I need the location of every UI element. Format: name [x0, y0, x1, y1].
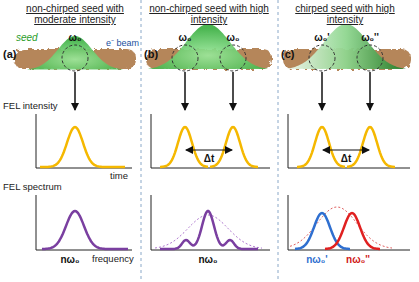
slice-circle	[309, 45, 335, 71]
spectrum-curve	[42, 211, 128, 249]
plot-axes	[36, 114, 132, 168]
panel-letter: (a)	[3, 48, 16, 60]
harmonic-label: nω₀	[60, 254, 79, 266]
frequency-label: ω₀''	[361, 32, 379, 44]
plot-axes	[151, 114, 270, 168]
panel-heading: non-chirped seed with moderate intensity	[10, 3, 140, 25]
spectrum-curve	[325, 213, 380, 249]
intensity-curve	[40, 127, 125, 167]
plot-axes	[288, 195, 410, 250]
delay-label: Δt	[341, 153, 352, 165]
slice-circle	[62, 45, 88, 71]
spectrum-envelope	[155, 215, 262, 248]
down-arrow	[369, 72, 371, 110]
delay-arrow	[186, 150, 232, 151]
panel-letter: (c)	[281, 48, 294, 60]
intensity-curve	[297, 127, 345, 167]
axis-label: frequency	[92, 253, 134, 265]
panel-divider	[278, 0, 279, 282]
beam-label: e⁻ beam	[106, 37, 139, 49]
down-arrow	[321, 72, 323, 110]
axis-label: FEL intensity	[3, 100, 58, 112]
chirped-seed-pulse	[286, 24, 406, 69]
frequency-label: ω₀	[69, 32, 82, 44]
intensity-curve	[160, 127, 208, 167]
panel-heading: non-chirped seed with high intensity	[144, 3, 274, 25]
harmonic-label: nω₀	[198, 254, 217, 266]
plot-axes	[36, 195, 132, 250]
plot-axes	[288, 114, 410, 168]
slice-circle	[172, 45, 198, 71]
frequency-label: ω₀'	[314, 32, 329, 44]
seed-label: seed	[16, 32, 38, 44]
intensity-curve	[210, 127, 258, 167]
slice-circle	[220, 45, 246, 71]
delay-label: Δt	[204, 153, 215, 165]
harmonic-label: nω₀''	[346, 254, 370, 266]
panel-heading: chirped seed with high intensity	[280, 3, 410, 25]
down-arrow	[74, 72, 76, 110]
delay-arrow	[323, 150, 369, 151]
axis-label: time	[110, 170, 128, 182]
spectrum-curve	[160, 211, 258, 249]
down-arrow	[232, 72, 234, 110]
frequency-label: ω₀	[227, 32, 240, 44]
seed-pulse	[148, 24, 268, 69]
harmonic-label: nω₀'	[306, 254, 327, 266]
spectrum-envelope	[290, 207, 392, 248]
axis-label: FEL spectrum	[3, 181, 62, 193]
panel-letter: (b)	[144, 48, 158, 60]
down-arrow	[184, 72, 186, 110]
intensity-curve	[347, 127, 395, 167]
panel-divider	[141, 0, 142, 282]
plot-axes	[151, 195, 270, 250]
slice-circle	[357, 45, 383, 71]
frequency-label: ω₀	[179, 32, 192, 44]
